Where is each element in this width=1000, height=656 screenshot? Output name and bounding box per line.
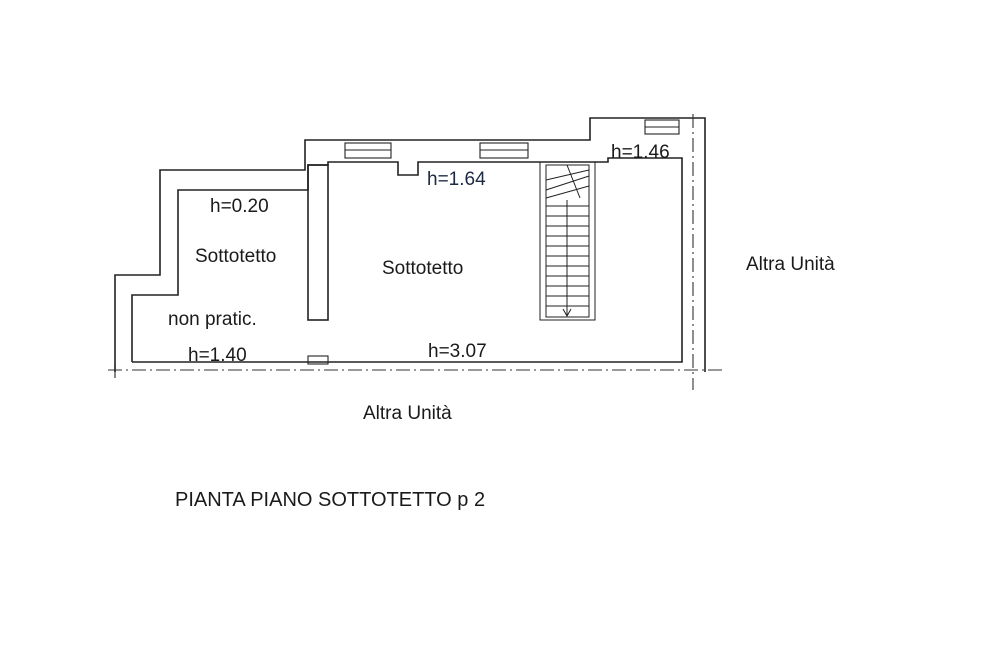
- window-mark-3: [644, 119, 680, 135]
- room-label-attic-left: Sottotetto: [195, 246, 276, 267]
- inner-wall-outline: [131, 157, 683, 363]
- height-label-left-bottom: h=1.40: [188, 345, 247, 366]
- plan-title: PIANTA PIANO SOTTOTETTO p 2: [175, 489, 485, 511]
- height-label-right-top: h=1.46: [611, 142, 670, 163]
- neighbor-label-bottom: Altra Unità: [363, 403, 452, 424]
- height-label-main-bottom: h=3.07: [428, 341, 487, 362]
- room-label-attic-main: Sottotetto: [382, 258, 463, 279]
- bottom-wall-mark: [307, 355, 329, 365]
- room-label-not-accessible: non pratic.: [168, 309, 257, 330]
- window-mark-1: [344, 142, 392, 159]
- partition-wall: [307, 164, 329, 321]
- staircase: [539, 161, 596, 321]
- window-mark-2: [479, 142, 529, 159]
- height-label-main-top: h=1.64: [427, 169, 486, 190]
- outer-wall-outline: [114, 117, 706, 372]
- neighbor-label-right: Altra Unità: [746, 254, 835, 275]
- height-label-left-top: h=0.20: [210, 196, 269, 217]
